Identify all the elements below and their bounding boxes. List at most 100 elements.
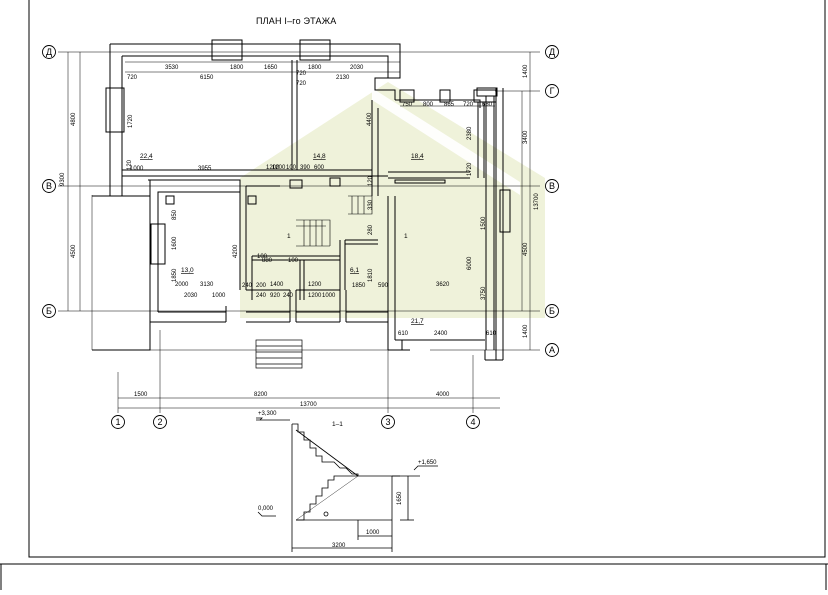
svg-text:В: В bbox=[549, 181, 555, 191]
dimension-labels: 3530 1800 1650 1800 2030 6150 2130 720 7… bbox=[60, 64, 540, 408]
svg-text:1400: 1400 bbox=[270, 282, 284, 288]
svg-text:Д: Д bbox=[46, 47, 52, 57]
svg-text:600: 600 bbox=[314, 165, 325, 171]
room-area-4: 13,0 bbox=[181, 267, 194, 274]
room-area-2: 14,8 bbox=[313, 153, 326, 160]
svg-text:800: 800 bbox=[423, 102, 434, 108]
room-labels: 22,4 14,8 18,4 13,0 6,1 21,7 1 1 bbox=[140, 153, 424, 325]
axis-marker-3: 3 bbox=[381, 415, 395, 429]
svg-text:720: 720 bbox=[296, 81, 307, 87]
svg-text:1800: 1800 bbox=[230, 65, 244, 71]
room-area-1: 22,4 bbox=[140, 153, 153, 160]
svg-text:1200: 1200 bbox=[266, 165, 280, 171]
svg-text:1000: 1000 bbox=[212, 293, 226, 299]
axis-marker-b-left: Б bbox=[42, 304, 56, 318]
section-dim-height: 1650 bbox=[397, 491, 403, 505]
svg-text:3400: 3400 bbox=[523, 130, 529, 144]
plan-title: ПЛАН I–го ЭТАЖА bbox=[256, 16, 336, 26]
svg-text:720: 720 bbox=[463, 102, 474, 108]
axis-markers: Д В Б Д Г В Б А bbox=[42, 45, 559, 429]
svg-text:1720: 1720 bbox=[128, 114, 134, 128]
section-1-1: 1–1 +3,300 +1,650 0,000 3200 1000 bbox=[256, 411, 438, 552]
svg-text:Д: Д bbox=[549, 47, 555, 57]
svg-text:1000: 1000 bbox=[130, 166, 144, 172]
svg-text:Б: Б bbox=[549, 306, 555, 316]
svg-text:1600: 1600 bbox=[172, 236, 178, 250]
svg-text:3: 3 bbox=[385, 417, 390, 427]
svg-text:1200: 1200 bbox=[272, 165, 286, 171]
svg-text:3955: 3955 bbox=[198, 166, 212, 172]
svg-text:120: 120 bbox=[127, 159, 133, 170]
svg-text:2030: 2030 bbox=[184, 293, 198, 299]
svg-text:3530: 3530 bbox=[165, 65, 179, 71]
svg-text:1500: 1500 bbox=[134, 392, 148, 398]
svg-text:920: 920 bbox=[270, 293, 281, 299]
section-dim-step: 1000 bbox=[366, 530, 380, 536]
svg-text:1650: 1650 bbox=[264, 65, 278, 71]
axis-marker-v-left: В bbox=[42, 179, 56, 193]
svg-text:1200: 1200 bbox=[308, 293, 322, 299]
axis-marker-b-right: Б bbox=[545, 304, 559, 318]
svg-text:1000: 1000 bbox=[322, 293, 336, 299]
svg-text:13700: 13700 bbox=[534, 193, 540, 210]
svg-text:280: 280 bbox=[368, 224, 374, 235]
room-area-5: 6,1 bbox=[350, 267, 359, 274]
svg-text:Б: Б bbox=[46, 306, 52, 316]
svg-text:610: 610 bbox=[486, 331, 497, 337]
svg-text:240: 240 bbox=[242, 283, 253, 289]
svg-text:9300: 9300 bbox=[60, 172, 66, 186]
svg-text:750: 750 bbox=[402, 102, 413, 108]
room-area-3: 18,4 bbox=[411, 153, 424, 160]
axis-marker-2: 2 bbox=[153, 415, 167, 429]
svg-text:200: 200 bbox=[256, 283, 267, 289]
svg-text:3620: 3620 bbox=[436, 282, 450, 288]
axis-marker-1: 1 bbox=[111, 415, 125, 429]
axis-marker-g-right: Г bbox=[545, 84, 559, 98]
svg-text:880: 880 bbox=[262, 258, 273, 264]
svg-text:590: 590 bbox=[378, 283, 389, 289]
svg-text:6150: 6150 bbox=[200, 75, 214, 81]
svg-text:1400: 1400 bbox=[523, 64, 529, 78]
svg-text:4800: 4800 bbox=[71, 112, 77, 126]
staircase bbox=[296, 195, 373, 247]
svg-text:4: 4 bbox=[470, 417, 475, 427]
svg-text:865: 865 bbox=[444, 102, 455, 108]
svg-text:6000: 6000 bbox=[467, 256, 473, 270]
svg-text:2000: 2000 bbox=[175, 282, 189, 288]
level-ground: 0,000 bbox=[258, 506, 274, 512]
svg-text:100: 100 bbox=[286, 165, 297, 171]
svg-text:240: 240 bbox=[283, 293, 294, 299]
svg-text:8200: 8200 bbox=[254, 392, 268, 398]
svg-text:1500: 1500 bbox=[481, 216, 487, 230]
axis-marker-a-right: А bbox=[545, 343, 559, 357]
svg-text:1720: 1720 bbox=[467, 162, 473, 176]
svg-text:240: 240 bbox=[256, 293, 267, 299]
axis-grid-lines bbox=[58, 51, 540, 413]
svg-text:1800: 1800 bbox=[308, 65, 322, 71]
stair-mark-left: 1 bbox=[287, 233, 291, 240]
svg-text:4000: 4000 bbox=[436, 392, 450, 398]
svg-text:3130: 3130 bbox=[200, 282, 214, 288]
svg-text:2380: 2380 bbox=[467, 126, 473, 140]
svg-text:120: 120 bbox=[368, 175, 374, 186]
svg-text:4500: 4500 bbox=[523, 242, 529, 256]
svg-text:4200: 4200 bbox=[233, 244, 239, 258]
svg-text:1850: 1850 bbox=[172, 268, 178, 282]
svg-text:1400: 1400 bbox=[523, 324, 529, 338]
axis-marker-d-right: Д bbox=[545, 45, 559, 59]
svg-text:2400: 2400 bbox=[434, 331, 448, 337]
svg-text:1850: 1850 bbox=[352, 283, 366, 289]
svg-text:4500: 4500 bbox=[71, 244, 77, 258]
svg-text:720: 720 bbox=[127, 75, 138, 81]
svg-text:100: 100 bbox=[257, 254, 268, 260]
svg-text:А: А bbox=[549, 345, 555, 355]
svg-text:В: В bbox=[46, 181, 52, 191]
svg-text:680: 680 bbox=[482, 102, 493, 108]
svg-text:610: 610 bbox=[398, 331, 409, 337]
section-dim-total: 3200 bbox=[332, 543, 346, 549]
svg-text:2030: 2030 bbox=[350, 65, 364, 71]
svg-text:390: 390 bbox=[300, 165, 311, 171]
house-watermark bbox=[240, 82, 545, 318]
